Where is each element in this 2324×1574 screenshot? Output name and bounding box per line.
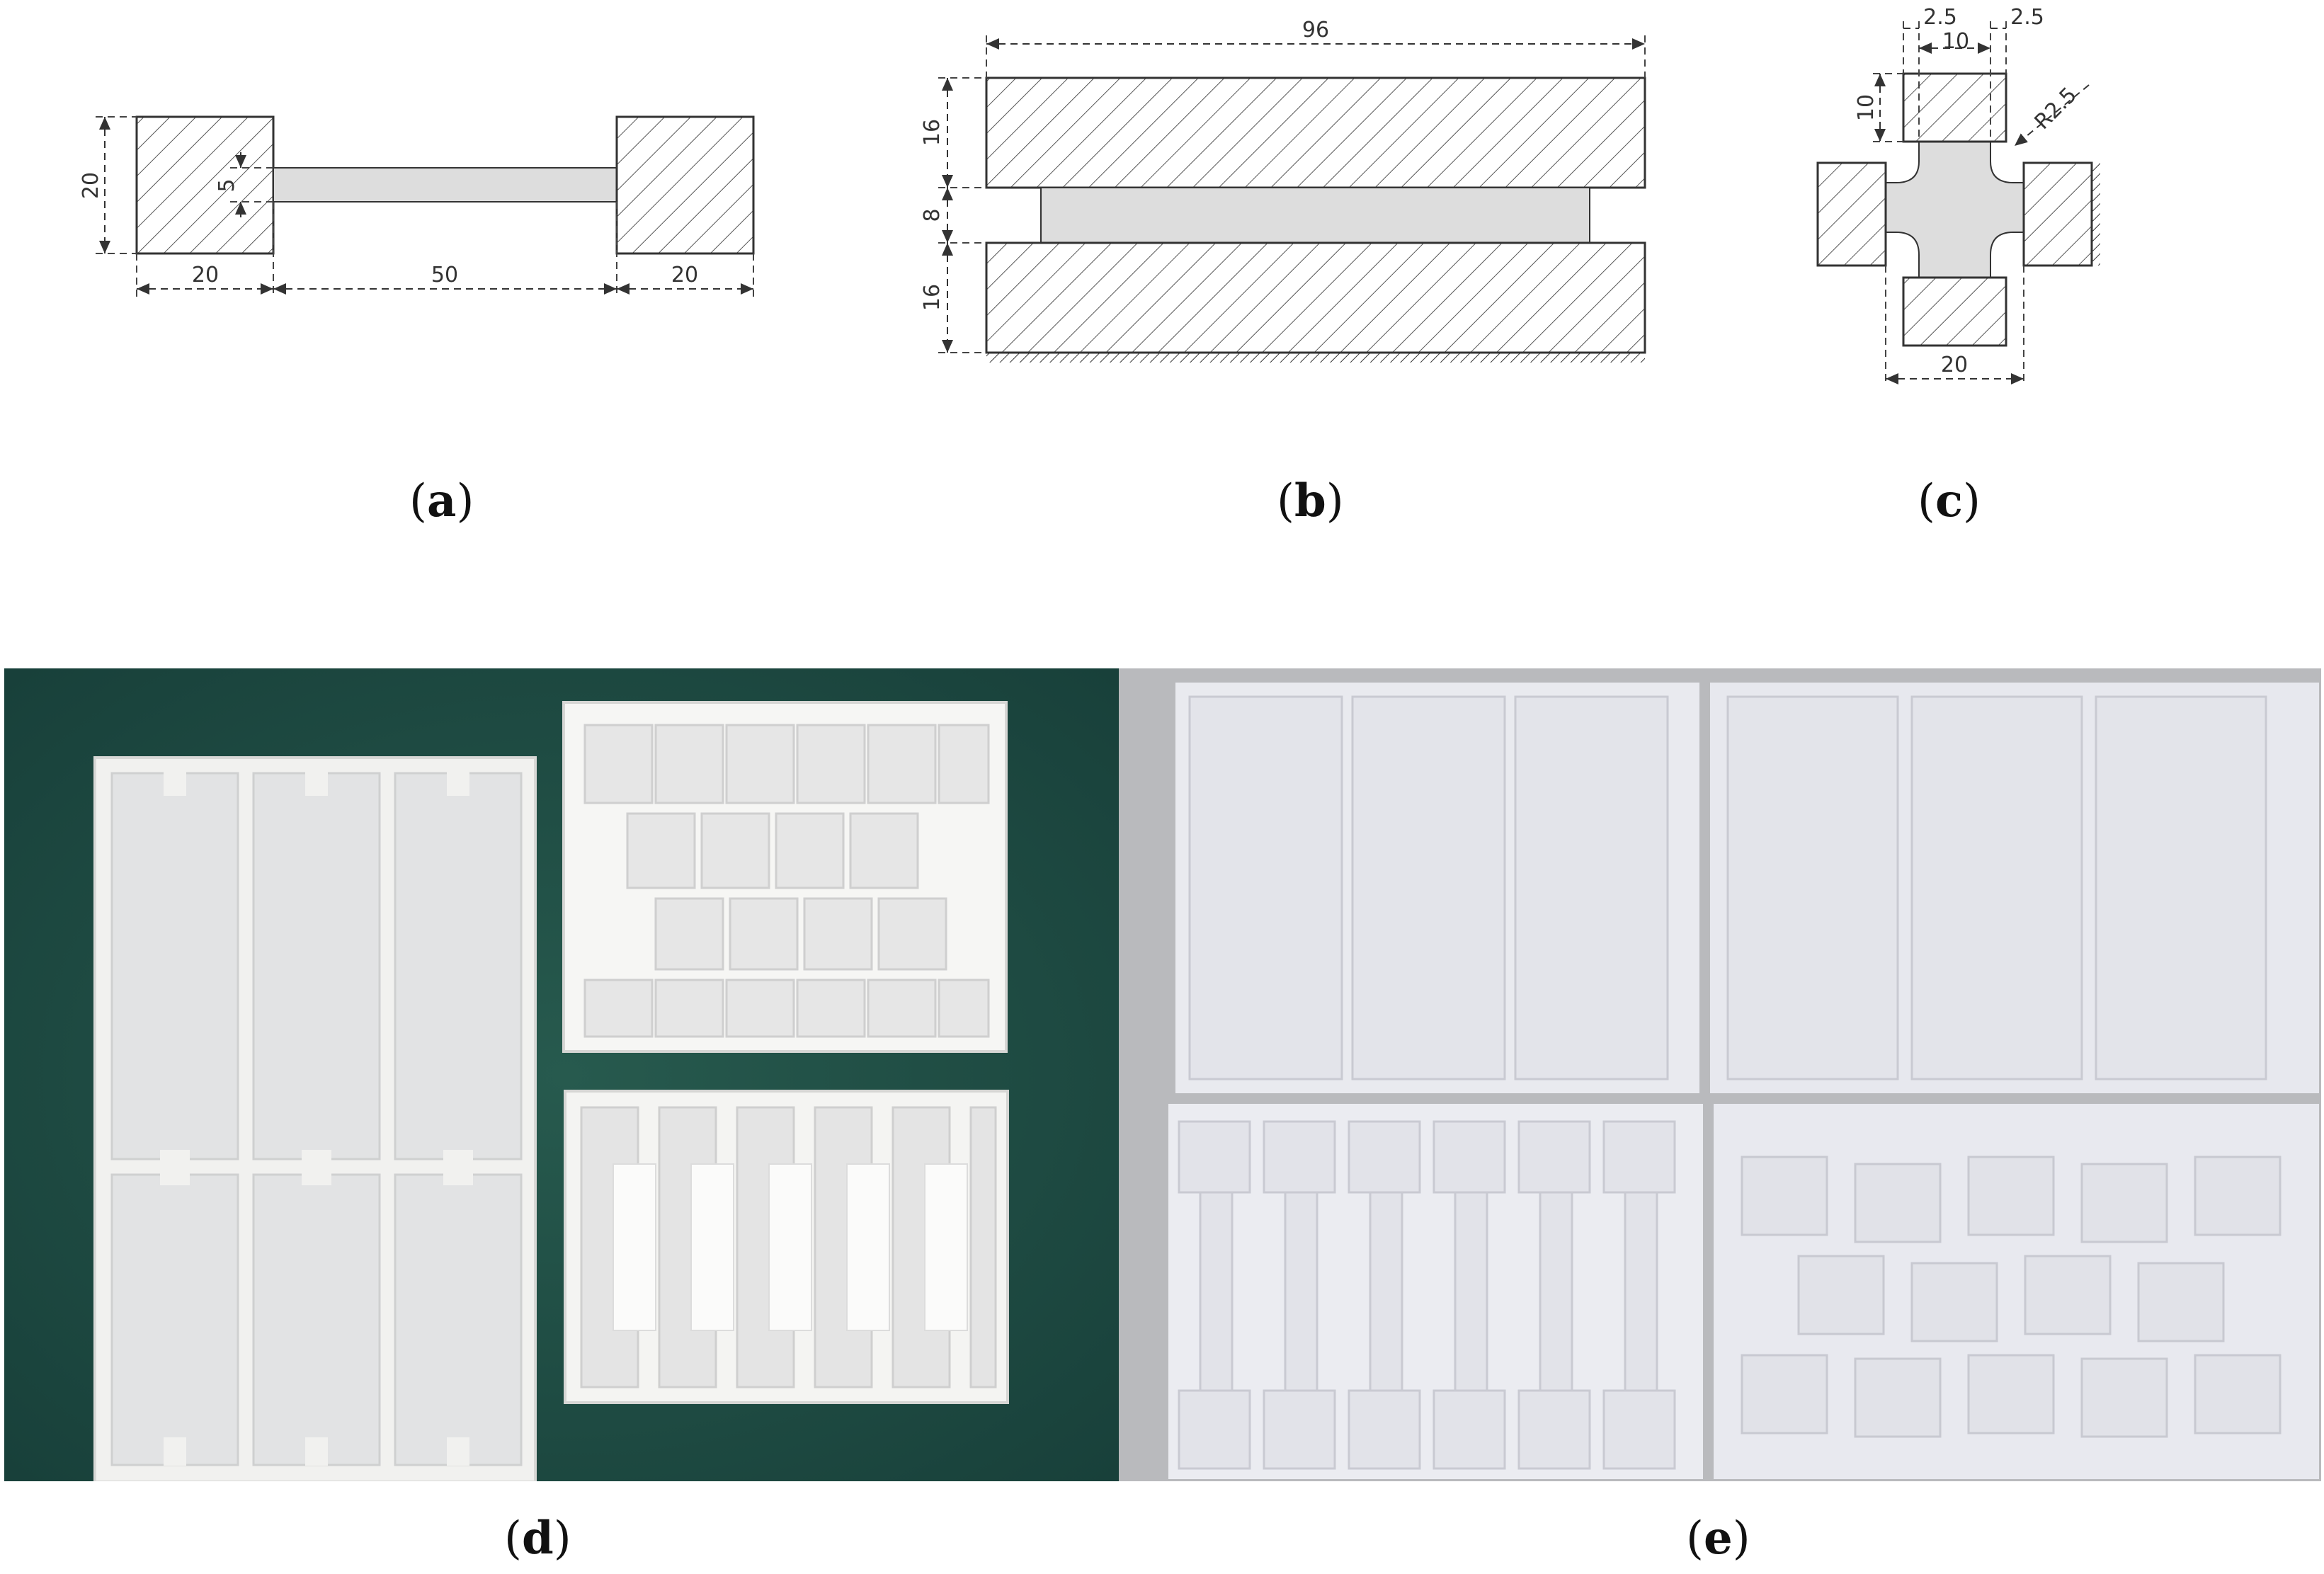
dim-a-gap: 5 bbox=[215, 178, 239, 192]
dim-b-length: 96 bbox=[1302, 18, 1329, 42]
specimen-strip-b bbox=[1040, 187, 1590, 244]
caption-c-label: c bbox=[1935, 474, 1963, 527]
photo-e-specimens bbox=[1119, 668, 2321, 1481]
grip-top bbox=[1902, 72, 2007, 143]
panel-c-drawing: 2.5 10 2.5 10 R2.5 20 bbox=[1816, 5, 2100, 386]
panel-a-drawing: 20 5 20 50 20 bbox=[79, 115, 755, 297]
caption-e: (e) bbox=[1686, 1512, 1750, 1565]
left-grip-block bbox=[135, 115, 275, 255]
grip-left bbox=[1816, 161, 1887, 267]
dim-a-height: 20 bbox=[79, 172, 103, 199]
caption-b: (b) bbox=[1277, 474, 1344, 527]
specimen-strip bbox=[273, 167, 617, 203]
dim-c-height: 10 bbox=[1854, 94, 1879, 121]
caption-c: (c) bbox=[1918, 474, 1981, 527]
mold-plate-dogbone bbox=[564, 1090, 1009, 1404]
photo-e-illustration bbox=[1168, 683, 2319, 1479]
caption-a: (a) bbox=[409, 474, 474, 527]
cross-specimen bbox=[1885, 141, 2024, 278]
dim-b-gap: 8 bbox=[920, 208, 945, 222]
grip-bottom bbox=[1902, 276, 2007, 347]
panel-b-drawing: 96 16 8 16 bbox=[920, 18, 1646, 363]
dim-a-right-width: 20 bbox=[671, 263, 698, 287]
caption-d-label: d bbox=[521, 1512, 554, 1565]
dim-c-offset-right: 2.5 bbox=[2010, 5, 2044, 30]
right-grip-block bbox=[615, 115, 755, 255]
dim-b-bottom: 16 bbox=[920, 284, 945, 311]
mold-plate-large bbox=[93, 756, 537, 1481]
dim-c-width: 10 bbox=[1942, 29, 1969, 54]
dim-b-top: 16 bbox=[920, 119, 945, 146]
dim-c-bottom-width: 20 bbox=[1941, 353, 1968, 377]
mold-plate-cruciform bbox=[562, 701, 1008, 1053]
caption-e-label: e bbox=[1703, 1512, 1733, 1565]
grip-right bbox=[2022, 161, 2093, 267]
caption-d: (d) bbox=[504, 1512, 571, 1565]
bottom-block bbox=[985, 241, 1646, 354]
photo-d-illustration bbox=[4, 668, 1129, 1481]
photo-d-molds bbox=[4, 668, 1129, 1481]
caption-b-label: b bbox=[1294, 474, 1326, 527]
dim-a-middle-length: 50 bbox=[431, 263, 458, 287]
fixed-ground bbox=[986, 353, 1645, 363]
caption-a-label: a bbox=[426, 474, 457, 527]
fixed-wall bbox=[2092, 163, 2100, 266]
top-block bbox=[985, 76, 1646, 189]
dim-a-left-width: 20 bbox=[192, 263, 219, 287]
dim-c-offset-left: 2.5 bbox=[1923, 5, 1957, 30]
